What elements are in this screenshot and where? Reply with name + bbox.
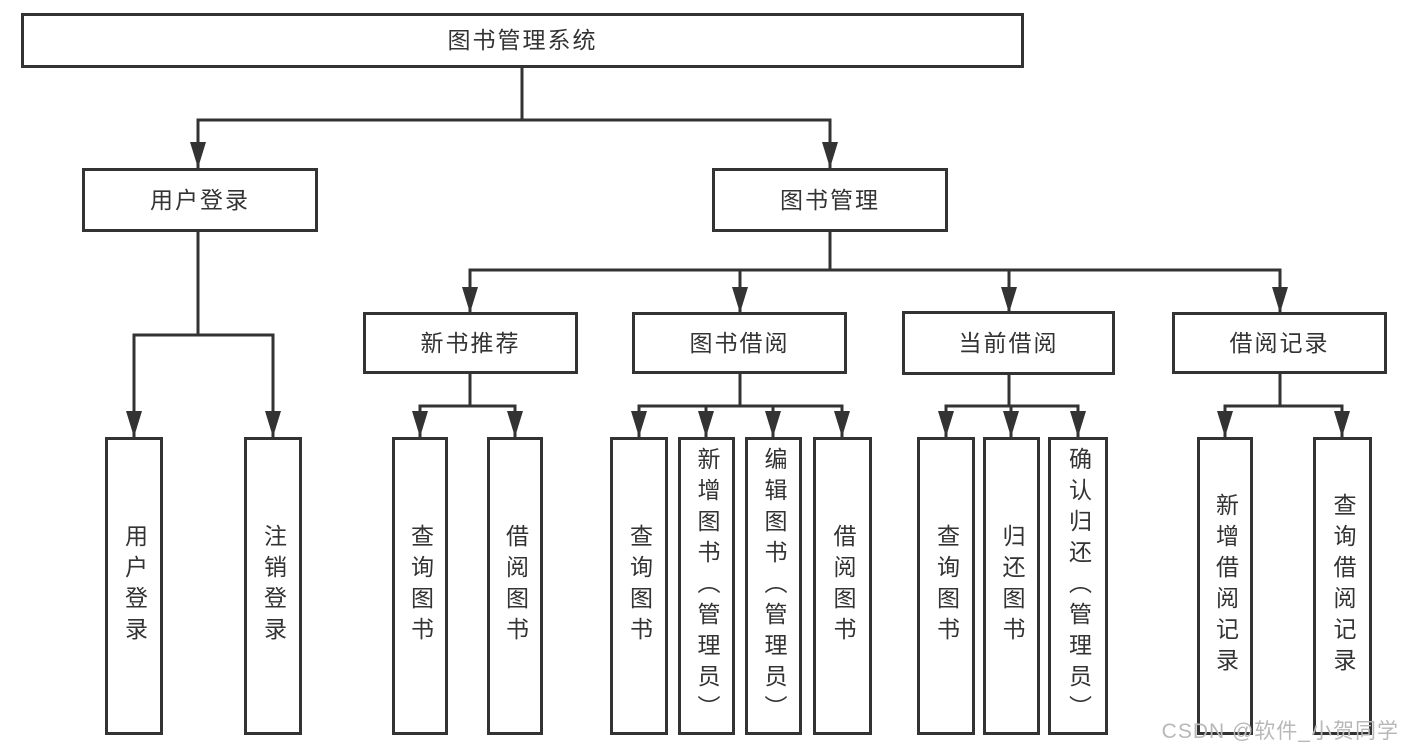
node-query-borrow-record: 查询借阅记录 — [1313, 437, 1372, 735]
arrowhead-icon — [1217, 411, 1233, 437]
connector-line — [1223, 404, 1344, 437]
node-label: 新增图书（管理员） — [694, 446, 720, 726]
arrowhead-icon — [1272, 287, 1288, 313]
node-label: 查询图书 — [407, 524, 434, 648]
arrowhead-icon — [265, 411, 281, 437]
arrowhead-icon — [765, 411, 781, 437]
arrowhead-icon — [190, 142, 206, 168]
node-borrow-books-recommend: 借阅图书 — [487, 437, 543, 735]
arrowhead-icon — [126, 411, 142, 437]
connector-line — [637, 404, 844, 437]
arrowhead-icon — [631, 411, 647, 437]
node-user-login: 用户登录 — [82, 168, 318, 232]
node-add-borrow-record: 新增借阅记录 — [1197, 437, 1253, 735]
node-label: 查询图书 — [933, 524, 960, 648]
arrowhead-icon — [1001, 287, 1017, 313]
node-label: 图书管理 — [780, 186, 880, 213]
arrowhead-icon — [507, 411, 523, 437]
node-query-books-recommend: 查询图书 — [392, 437, 448, 735]
node-label: 图书管理系统 — [447, 27, 598, 53]
node-label: 新书推荐 — [420, 329, 521, 356]
node-root-system: 图书管理系统 — [21, 13, 1024, 68]
node-confirm-return-admin: 确认归还（管理员） — [1048, 437, 1108, 735]
csdn-watermark: CSDN @软件_小贺同学 — [1161, 720, 1399, 743]
arrowhead-icon — [1070, 411, 1086, 437]
arrowhead-icon — [462, 287, 478, 313]
connector-line — [418, 404, 517, 437]
node-label: 注销登录 — [260, 524, 287, 648]
node-label: 用户登录 — [121, 524, 148, 648]
arrowhead-icon — [822, 142, 838, 168]
node-logout: 注销登录 — [244, 437, 302, 735]
node-label: 借阅记录 — [1229, 329, 1330, 356]
node-label: 查询图书 — [626, 524, 653, 648]
arrowhead-icon — [732, 287, 748, 313]
arrowhead-icon — [412, 411, 428, 437]
node-query-books-borrowing: 查询图书 — [610, 437, 668, 735]
connector-line — [468, 268, 1282, 313]
arrowhead-icon — [938, 411, 954, 437]
node-add-books-admin: 新增图书（管理员） — [678, 437, 735, 735]
node-return-books: 归还图书 — [983, 437, 1040, 735]
node-label: 借阅图书 — [502, 524, 529, 648]
connector-line — [132, 333, 275, 437]
node-label: 确认归还（管理员） — [1065, 446, 1092, 726]
arrowhead-icon — [1003, 411, 1019, 437]
node-label: 查询借阅记录 — [1330, 493, 1356, 679]
node-label: 新增借阅记录 — [1212, 493, 1239, 679]
node-new-book-recommend: 新书推荐 — [363, 312, 578, 374]
node-label: 用户登录 — [150, 186, 250, 213]
node-label: 借阅图书 — [830, 524, 856, 648]
node-label: 图书借阅 — [689, 329, 790, 356]
node-book-management: 图书管理 — [712, 168, 948, 232]
arrowhead-icon — [834, 411, 850, 437]
node-borrowing-records: 借阅记录 — [1172, 312, 1387, 374]
node-label: 编辑图书（管理员） — [761, 446, 787, 726]
node-label: 归还图书 — [999, 524, 1025, 648]
node-book-borrowing: 图书借阅 — [632, 312, 847, 374]
node-query-books-current: 查询图书 — [917, 437, 975, 735]
node-current-borrowing: 当前借阅 — [902, 311, 1115, 375]
node-user-login-action: 用户登录 — [105, 437, 163, 735]
node-label: 当前借阅 — [958, 329, 1059, 356]
connector-line — [196, 118, 832, 168]
node-edit-books-admin: 编辑图书（管理员） — [745, 437, 802, 735]
arrowhead-icon — [1334, 411, 1350, 437]
node-borrow-books-borrowing: 借阅图书 — [813, 437, 872, 735]
arrowhead-icon — [698, 411, 714, 437]
